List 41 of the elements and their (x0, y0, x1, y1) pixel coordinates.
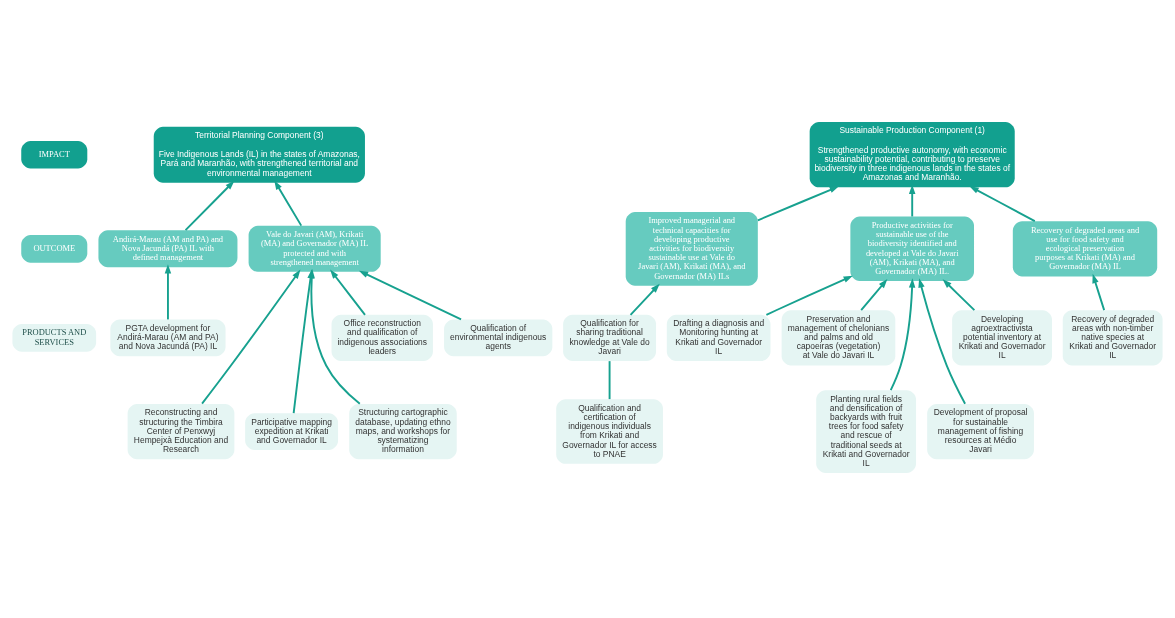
node-box: IMPACT (21, 140, 88, 169)
arrow (164, 264, 172, 321)
arrow (184, 180, 235, 232)
node-box: Territorial Planning Component (3) Five Indigenous Lands (IL) in the states of Amazonas, Pará and Maranhão, with strengthened territorial and environmental management (153, 126, 365, 183)
arrow (765, 275, 853, 316)
arrow (756, 186, 839, 222)
node-box: Recovery of degraded areas and use for food safety and ecological preservation purposes at Krikati (MA) and Governador (MA) IL (1012, 221, 1158, 277)
node-box: Andirá-Marau (AM and PA) and Nova Jacundá (PA) IL with defined management (98, 230, 238, 268)
arrow (274, 180, 303, 227)
arrow (889, 278, 916, 392)
node-box: PGTA development for Andirá-Marau (AM and PA) and Nova Jacundá (PA) IL (110, 319, 226, 357)
node-box: Qualification of environmental indigenous agents (444, 319, 553, 357)
node-box: PRODUCTS AND SERVICES (12, 324, 97, 352)
node-box: Productive activities for sustainable use of the biodiversity identified and developed at Vale do Javari (AM), Krikati (MA), and Governador (MA) IL. (850, 216, 975, 282)
arrow (969, 186, 1036, 223)
arrow (629, 283, 660, 316)
arrow (908, 184, 916, 218)
arrow (942, 279, 976, 312)
node-box: Structuring cartographic database, updating ethno maps, and workshops for systematizing information (349, 403, 457, 460)
node-box: Improved managerial and technical capacities for developing productive activities for biodiversity sustainable use at Vale do Javari (AM), Krikati (MA), and Governador (MA) ILs (625, 211, 758, 286)
node-box: Drafting a diagnosis and Monitoring hunting at Krikati and Governador IL (666, 314, 771, 361)
arrow (1092, 273, 1106, 312)
arrow (918, 278, 967, 405)
node-box: Qualification and certification of indigenous individuals from Krikati and Governador IL for access to PNAE (556, 399, 663, 464)
node-box: Planting rural fields and densification of backyards with fruit trees for food safety and rescue of traditional seeds at Krikati and Governador IL (816, 390, 917, 474)
connector (608, 360, 611, 401)
arrow (358, 270, 462, 321)
node-box: Office reconstruction and qualification of indigenous associations leaders (331, 314, 433, 361)
arrow (330, 269, 366, 316)
node-box: Developing agroextractivista potential inventory at Krikati and Governador IL (952, 310, 1052, 366)
node-box: Qualification for sharing traditional knowledge at Vale do Javari (563, 314, 657, 361)
arrow (860, 279, 888, 312)
node-box: Vale do Javari (AM), Krikati (MA) and Governador (MA) IL protected and with strengthened management (248, 225, 381, 272)
node-box: Preservation and management of chelonians and palms and old capoeiras (vegetation) at Vale do Javari IL (781, 310, 896, 366)
node-box: OUTCOME (21, 235, 88, 263)
node-box: Reconstructing and structuring the Timbira Center of Penxwyj Hempejxà Education and Research (127, 403, 235, 460)
node-box: Development of proposal for sustainable management of fishing resources at Médio Javari (927, 403, 1034, 460)
arrow (201, 269, 301, 405)
node-box: Participative mapping expedition at Krikati and Governador IL (245, 413, 339, 451)
node-box: Sustainable Production Component (1) Strengthened productive autonomy, with economic sustainability potential, contributing to preserve biodiversity in three indigenous lands in the states of Amazonas and Maranhão. (809, 122, 1015, 188)
node-box: Recovery of degraded areas with non-timber native species at Krikati and Governador IL (1062, 310, 1163, 366)
